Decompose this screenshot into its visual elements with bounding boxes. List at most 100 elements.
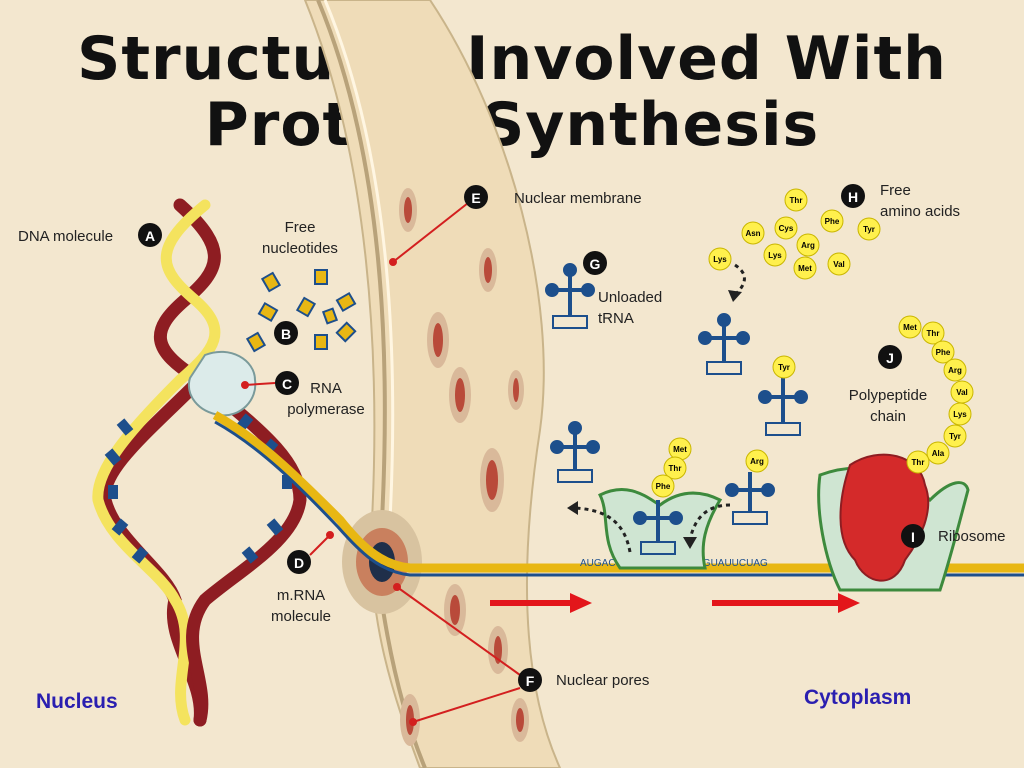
title-line-1: Structures Involved With	[77, 24, 947, 94]
amino-acid-label: Met	[673, 445, 687, 454]
amino-acid-label: Arg	[801, 241, 815, 250]
svg-text:I: I	[911, 529, 915, 545]
amino-acid-label: Tyr	[863, 225, 875, 234]
trna-unloaded	[545, 263, 595, 329]
amino-acid-loaded: Tyr	[772, 355, 796, 379]
amino-acid-chain: Arg	[943, 358, 967, 382]
amino-acid-label: Thr	[669, 464, 682, 473]
trna-tyr	[758, 378, 808, 436]
amino-acid-label: Tyr	[949, 432, 961, 441]
amino-acid-free: Met	[793, 256, 817, 280]
label-nuclear-pores: Nuclear pores	[556, 672, 650, 689]
trna-unloaded-2	[698, 313, 750, 375]
svg-text:G: G	[590, 256, 601, 272]
amino-acid-label: Met	[798, 264, 812, 273]
amino-acid-label: Arg	[750, 457, 764, 466]
amino-acid-loaded: Met	[668, 437, 692, 461]
amino-acid-chain: Ala	[926, 441, 950, 465]
marker-b: B	[274, 321, 298, 345]
amino-acid-label: Lys	[953, 410, 967, 419]
trna-left	[550, 421, 600, 483]
amino-acid-label: Ala	[932, 449, 945, 458]
svg-text:C: C	[282, 376, 292, 392]
marker-d: D	[287, 550, 311, 574]
amino-acid-chain: Thr	[921, 321, 945, 345]
label-line: Free	[284, 219, 316, 236]
amino-acid-chain: Lys	[948, 402, 972, 426]
amino-acid-free: Lys	[708, 247, 732, 271]
marker-e: E	[464, 185, 488, 209]
svg-text:B: B	[281, 326, 291, 342]
label-polypeptide-chain: Polypeptide chain	[840, 385, 936, 427]
svg-text:D: D	[294, 555, 304, 571]
label-mrna-molecule: m.RNA molecule	[260, 585, 342, 627]
free-nucleotides	[245, 269, 357, 353]
label-line: Free	[880, 182, 911, 199]
marker-c: C	[275, 371, 299, 395]
label-line: amino acids	[880, 203, 961, 220]
label-line: Unloaded	[598, 289, 663, 306]
amino-acid-label: Tyr	[778, 363, 790, 372]
amino-acid-label: Arg	[948, 366, 962, 375]
svg-text:F: F	[526, 673, 535, 689]
title-line-2: Protein Synthesis	[204, 90, 820, 160]
amino-acid-chain: Val	[950, 380, 974, 404]
label-free-amino-acids: Free amino acids	[880, 180, 960, 222]
amino-acid-label: Lys	[768, 251, 782, 260]
label-line: m.RNA	[276, 587, 326, 604]
trna-arg	[725, 472, 775, 525]
label-line: RNA	[310, 380, 342, 397]
amino-acid-label: Thr	[927, 329, 940, 338]
amino-acid-loaded: Phe	[651, 474, 675, 498]
marker-j: J	[878, 345, 902, 369]
amino-acid-free: Arg	[796, 233, 820, 257]
region-label-cytoplasm: Cytoplasm	[804, 686, 912, 709]
amino-acid-free: Val	[827, 252, 851, 276]
amino-acid-free: Asn	[741, 221, 765, 245]
amino-acid-label: Cys	[779, 224, 794, 233]
direction-arrows	[490, 593, 860, 613]
leader-lines	[241, 202, 521, 726]
amino-acid-free: Phe	[820, 209, 844, 233]
marker-i: I	[901, 524, 925, 548]
movement-arrowheads	[567, 290, 742, 549]
amino-acid-label: Asn	[745, 229, 760, 238]
amino-acid-label: Val	[956, 388, 968, 397]
marker-f: F	[518, 668, 542, 692]
trna-ribosome	[633, 500, 683, 555]
amino-acid-loaded: Arg	[745, 449, 769, 473]
label-ribosome: Ribosome	[938, 528, 1006, 545]
marker-h: H	[841, 184, 865, 208]
marker-g: G	[583, 251, 607, 275]
amino-acid-label: Thr	[912, 458, 925, 467]
amino-acid-chain: Thr	[906, 450, 930, 474]
label-unloaded-trna: Unloaded tRNA	[598, 287, 662, 329]
ribosome-right	[817, 453, 970, 592]
svg-text:J: J	[886, 350, 894, 366]
amino-acid-label: Lys	[713, 255, 727, 264]
amino-acid-label: Val	[833, 260, 845, 269]
amino-acid-chain: Phe	[931, 340, 955, 364]
amino-acid-free: Cys	[774, 216, 798, 240]
label-line: molecule	[270, 608, 332, 625]
amino-acid-free: Thr	[784, 188, 808, 212]
label-line: nucleotides	[262, 240, 338, 257]
label-free-nucleotides: Free nucleotides	[252, 217, 348, 259]
amino-acid-label: Thr	[790, 196, 803, 205]
amino-acid-label: Met	[903, 323, 917, 332]
amino-acid-free: Tyr	[857, 217, 881, 241]
amino-acid-label: Phe	[936, 348, 951, 357]
amino-acid-free: Lys	[763, 243, 787, 267]
rna-polymerase	[187, 350, 257, 417]
label-line: Polypeptide	[848, 387, 928, 404]
label-line: chain	[870, 408, 906, 425]
svg-text:H: H	[848, 189, 858, 205]
amino-acid-label: Phe	[825, 217, 840, 226]
amino-acid-label: Phe	[656, 482, 671, 491]
dna-molecule	[92, 198, 307, 727]
marker-a: A	[138, 223, 162, 247]
